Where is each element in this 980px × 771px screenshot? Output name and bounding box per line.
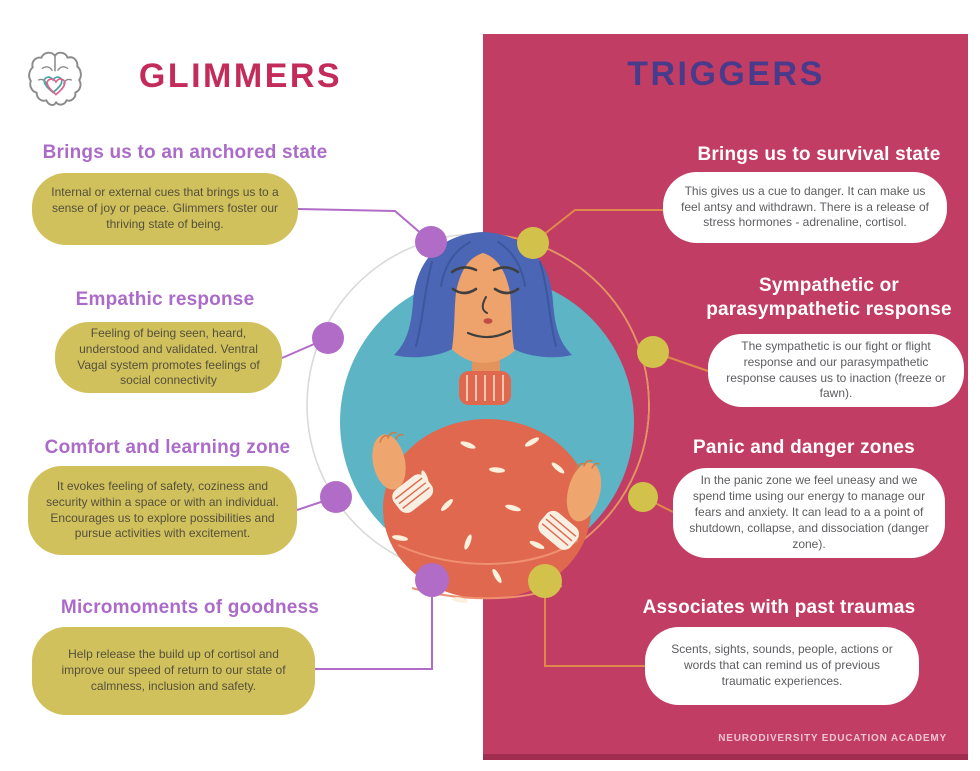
left-cuff	[392, 474, 434, 513]
trigger-heading-survival-state: Brings us to survival state	[697, 144, 941, 165]
trigger-heading-sympathetic-response: Sympathetic or parasympathetic response	[706, 275, 952, 321]
trigger-card-survival-state-text: This gives us a cue to danger. It can ma…	[681, 183, 929, 230]
glimmer-heading-anchored-state: Brings us to an anchored state	[42, 142, 328, 163]
trigger-card-panic-danger-zones: In the panic zone we feel uneasy and we …	[673, 468, 945, 558]
trigger-heading-past-traumas: Associates with past traumas	[642, 597, 916, 618]
glimmer-heading-comfort-zone: Comfort and learning zone	[44, 437, 291, 458]
glimmer-card-comfort-zone-text: It evokes feeling of safety, coziness an…	[46, 478, 279, 541]
glimmer-card-comfort-zone: It evokes feeling of safety, coziness an…	[28, 466, 297, 555]
trigger-card-past-traumas-text: Scents, sights, sounds, people, actions …	[671, 642, 893, 688]
glimmers-title: GLIMMERS	[138, 57, 343, 95]
academy-credit: NEURODIVERSITY EDUCATION ACADEMY	[718, 733, 947, 744]
glimmer-card-empathic-response: Feeling of being seen, heard, understood…	[55, 322, 282, 393]
glimmer-heading-micromoments: Micromoments of goodness	[60, 597, 320, 618]
glimmer-card-micromoments-text: Help release the build up of cortisol an…	[61, 647, 286, 693]
glimmer-card-micromoments: Help release the build up of cortisol an…	[32, 627, 315, 715]
trigger-card-panic-danger-zones-text: In the panic zone we feel uneasy and we …	[689, 473, 929, 551]
trigger-heading-panic-danger-zones: Panic and danger zones	[693, 437, 915, 458]
brain-heart-logo-icon	[28, 51, 82, 106]
glimmer-card-empathic-response-text: Feeling of being seen, heard, understood…	[77, 325, 260, 388]
left-hand-fingers	[379, 431, 404, 443]
triggers-title: TRIGGERS	[627, 55, 825, 93]
glimmer-card-anchored-state-text: Internal or external cues that brings us…	[51, 185, 279, 231]
glimmer-node-dots	[312, 226, 449, 597]
trigger-card-past-traumas: Scents, sights, sounds, people, actions …	[645, 627, 919, 705]
trigger-card-survival-state: This gives us a cue to danger. It can ma…	[663, 172, 947, 243]
glimmer-heading-empathic-response: Empathic response	[75, 289, 255, 310]
glimmer-card-anchored-state: Internal or external cues that brings us…	[32, 173, 298, 245]
trigger-card-sympathetic-response: The sympathetic is our fight or flight r…	[708, 334, 964, 407]
trigger-card-sympathetic-response-text: The sympathetic is our fight or flight r…	[726, 338, 946, 401]
